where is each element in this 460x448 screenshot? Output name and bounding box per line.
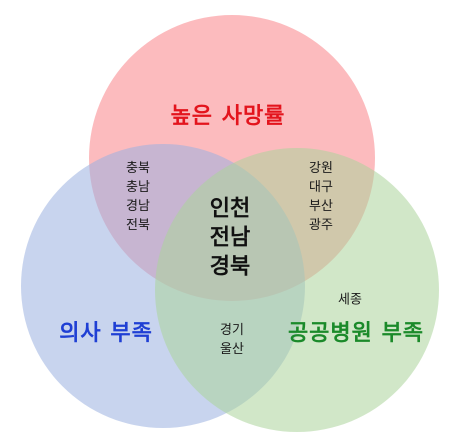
set-label-doctor-shortage: 의사 부족 <box>59 321 153 346</box>
set-label-public-hospital-shortage: 공공병원 부족 <box>287 321 425 346</box>
region-mortality-and-public-hospital-shortage: 강원 대구 부산 광주 <box>309 161 333 233</box>
set-label-high-mortality: 높은 사망률 <box>170 104 286 129</box>
region-all-three: 인천 전남 경북 <box>209 196 251 280</box>
circle-public-hospital-shortage <box>155 148 439 432</box>
region-mortality-and-doctor-shortage: 충북 충남 경남 전북 <box>126 161 150 233</box>
region-public-hospital-shortage-only: 세종 <box>338 292 362 308</box>
region-doctor-and-public-hospital-shortage: 경기 울산 <box>220 323 244 357</box>
